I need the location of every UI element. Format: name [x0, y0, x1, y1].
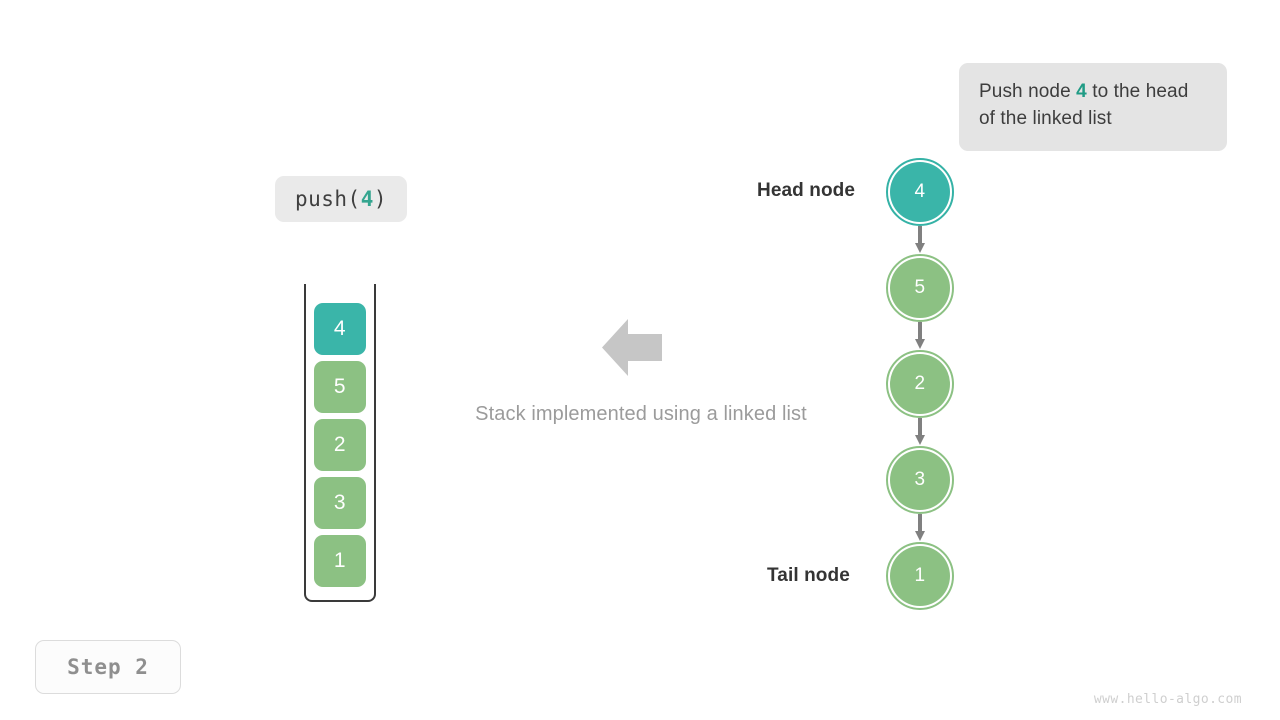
linked-list-node-value: 5: [914, 277, 926, 298]
stack-block: 5: [314, 361, 366, 413]
linked-list-node-ring: [886, 158, 954, 226]
push-chip-prefix: push(: [294, 187, 361, 211]
edge-arrowhead: [915, 531, 925, 541]
stack-block-value: 4: [333, 317, 347, 340]
stack-block: 3: [314, 477, 366, 529]
linked-list-edge-arrow: [915, 226, 925, 253]
edge-arrowhead: [915, 435, 925, 445]
linked-list-node: 1: [890, 546, 950, 606]
callout-box: Push node 4 to the head of the linked li…: [959, 63, 1227, 151]
linked-list-node-ring: [886, 542, 954, 610]
linked-list-node: 4: [890, 162, 950, 222]
edge-shaft: [918, 514, 922, 532]
linked-list-node-value: 2: [914, 373, 926, 394]
stack-block-value: 3: [333, 491, 347, 514]
linked-list-node-value: 4: [914, 181, 926, 202]
linked-list-node: 5: [890, 258, 950, 318]
edge-shaft: [918, 418, 922, 436]
linked-list-node-value: 1: [914, 565, 926, 586]
linked-list-edge-arrow: [915, 322, 925, 349]
push-chip-argument: 4: [360, 187, 374, 211]
diagram-caption: Stack implemented using a linked list: [475, 403, 807, 425]
edge-arrowhead: [915, 243, 925, 253]
linked-list-visualization: 4 5 2 3 1: [860, 158, 1020, 610]
stack-container-frame: [304, 284, 376, 602]
push-chip-suffix: ): [373, 187, 388, 211]
head-node-label: Head node: [757, 180, 856, 201]
linked-list-edge-arrow: [915, 514, 925, 541]
step-badge: Step 2: [35, 640, 181, 694]
edge-shaft: [918, 322, 922, 340]
left-arrow-icon: [602, 319, 662, 376]
stack-block-value: 5: [333, 375, 347, 398]
linked-list-node-ring: [886, 254, 954, 322]
linked-list-node-value: 3: [914, 469, 926, 490]
linked-list-node: 3: [890, 450, 950, 510]
linked-list-edge-arrow: [915, 418, 925, 445]
stack-block-value: 2: [333, 433, 347, 456]
stack-block: 4: [314, 303, 366, 355]
tail-node-label: Tail node: [767, 565, 850, 586]
edge-shaft: [918, 226, 922, 244]
stack-block: 2: [314, 419, 366, 471]
push-operation-chip: push(4): [275, 176, 407, 222]
callout-text-after: to the head of the linked list: [979, 81, 1189, 129]
stack-block-value: 1: [333, 549, 347, 572]
linked-list-node-ring: [886, 446, 954, 514]
watermark: www.hello-algo.com: [1093, 692, 1242, 707]
linked-list-node-ring: [886, 350, 954, 418]
callout-highlight-value: 4: [1076, 81, 1087, 102]
edge-arrowhead: [915, 339, 925, 349]
stack-block: 1: [314, 535, 366, 587]
stack-visualization: 4 5 2 3 1: [304, 284, 376, 602]
stack-block-list: 4 5 2 3 1: [314, 303, 366, 587]
linked-list-node: 2: [890, 354, 950, 414]
callout-text-before: Push node: [979, 81, 1077, 102]
